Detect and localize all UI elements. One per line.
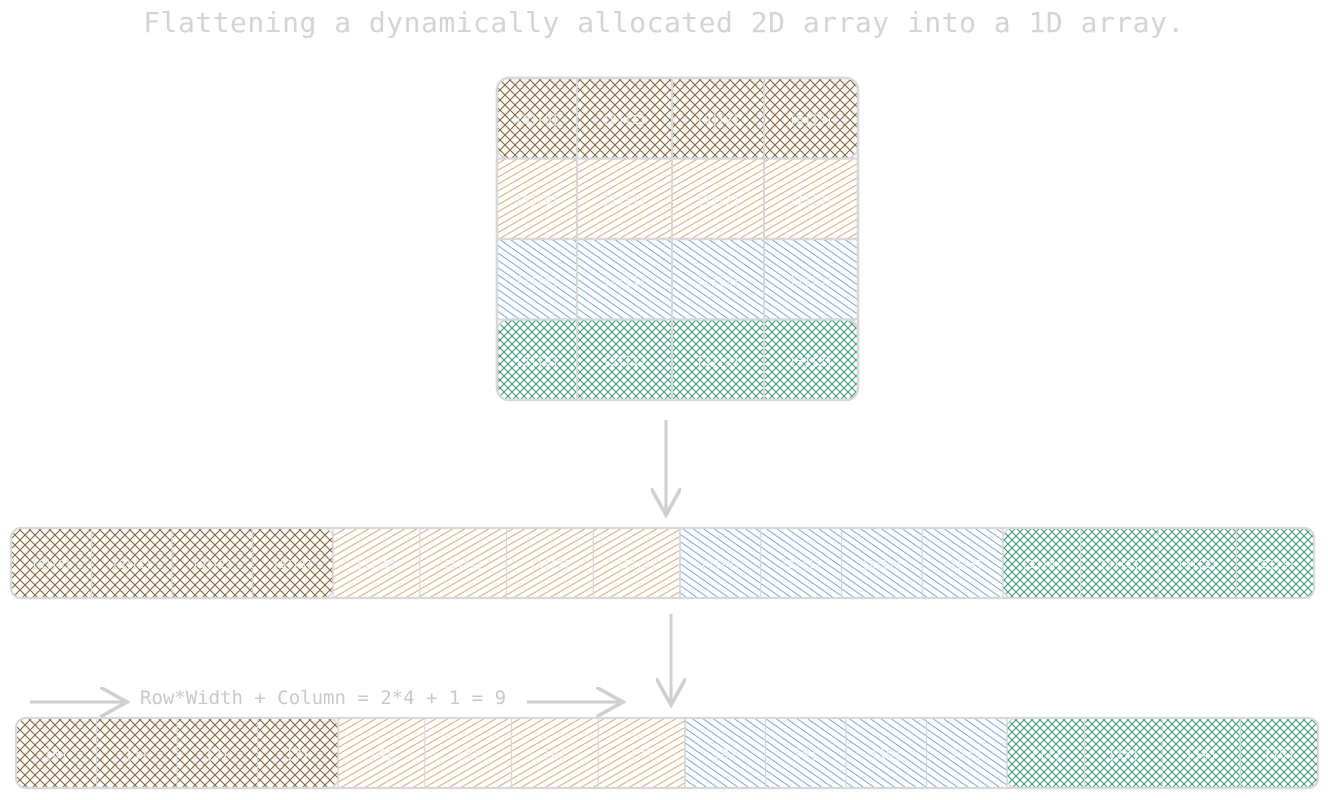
flattened-row-1d-labels: [0] [1] [2] [3] [4] [5] [6] [7] [8] [9] [10] [11] [1… (14, 716, 1320, 790)
flat-2d-row-cell-label: [2][2] (862, 558, 902, 571)
grid-cell-label: [3][0] (515, 354, 558, 368)
flat-1d-row-cell-label: [10] (871, 748, 902, 763)
flat-1d-row-cell-label: [13] (1108, 748, 1139, 763)
flat-1d-row-cell-label: [9] (794, 748, 817, 763)
grid-cell-label: [1][2] (696, 193, 739, 207)
grid-cell-label: [3][3] (789, 354, 832, 368)
flat-1d-row-outline (14, 716, 1320, 790)
flat-2d-row-cell-label: [1][0] (357, 558, 397, 571)
flat-1d-row-cell-label: [3] (286, 748, 309, 763)
flat-1d-row-cell-label: [11] (951, 748, 982, 763)
grid-cell-label: [2][3] (789, 274, 832, 288)
grid-cell-label: [0][1] (603, 113, 646, 127)
grid-cell-label: [1][0] (515, 193, 558, 207)
flat-2d-row-cell-label: [3][0] (1022, 558, 1062, 571)
grid-outline (495, 76, 860, 402)
source-2d-grid: [0][0] [0][1] [0][2] [0][3] [1][0] [1][1] [1][… (495, 76, 860, 402)
index-formula: Row*Width + Column = 2*4 + 1 = 9 (140, 687, 507, 709)
flat-2d-row-cell-label: [0][1] (112, 558, 152, 571)
flat-2d-row-cell-label: [2][0] (701, 558, 741, 571)
flat-1d-row-cell-label: [15] (1263, 748, 1294, 763)
flat-1d-row-cell-label: [2] (206, 748, 229, 763)
grid-cell-label: [2][2] (696, 274, 739, 288)
flat-2d-row-cell-label: [2][3] (943, 558, 983, 571)
flat-2d-row-cell-label: [1][3] (617, 558, 657, 571)
flat-2d-row-cell-label: [3][3] (1255, 558, 1295, 571)
grid-cell-label: [1][3] (789, 193, 832, 207)
diagram-title: Flattening a dynamically allocated 2D ar… (143, 6, 1185, 39)
grid-cell-label: [2][0] (515, 274, 558, 288)
flattened-row-2d-labels: [0][0] [0][1] [0][2] [0][3] [1][0] [1][1] [1][… (9, 526, 1316, 600)
flat-2d-row-outline (9, 526, 1316, 600)
grid-cell-label: [1][1] (603, 193, 646, 207)
flat-1d-row-cell-label: [12] (1030, 748, 1061, 763)
flat-1d-row-cell-label: [14] (1186, 748, 1217, 763)
grid-cell-label: [0][3] (789, 113, 832, 127)
grid-cell-label: [0][2] (696, 113, 739, 127)
flat-1d-row-cell-label: [0] (45, 748, 68, 763)
flat-1d-row-cell-label: [8] (714, 748, 737, 763)
flat-1d-row-cell-label: [6] (543, 748, 566, 763)
flat-1d-row-cell-label: [4] (370, 748, 393, 763)
grid-cell-label: [3][2] (696, 354, 739, 368)
flat-1d-row-cell-label: [5] (456, 748, 479, 763)
grid-cell-label: [2][1] (603, 274, 646, 288)
flat-1d-row-cell-label: [7] (630, 748, 653, 763)
flat-2d-row-cell-label: [3][1] (1100, 558, 1140, 571)
grid-cell-label: [3][1] (603, 354, 646, 368)
flat-2d-row-cell-label: [0][3] (273, 558, 313, 571)
flat-2d-row-cell-label: [2][1] (781, 558, 821, 571)
grid-cell-label: [0][0] (515, 113, 558, 127)
flat-2d-row-cell-label: [0][2] (192, 558, 232, 571)
flat-2d-row-cell-label: [1][2] (530, 558, 570, 571)
flat-2d-row-cell-label: [3][2] (1178, 558, 1218, 571)
flat-1d-row-cell-label: [1] (125, 748, 148, 763)
flat-2d-row-cell-label: [1][1] (443, 558, 483, 571)
flat-2d-row-cell-label: [0][0] (31, 558, 71, 571)
